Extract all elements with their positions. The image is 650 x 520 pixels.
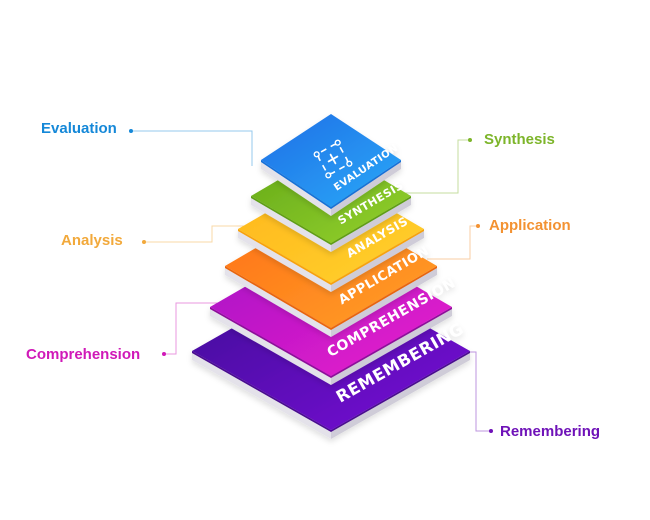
tier-remembering-left-side — [192, 351, 331, 439]
side-label-application: Application — [489, 217, 571, 234]
tier-evaluation-right-side — [331, 160, 401, 216]
pyramid-tiers: REMEMBERINGCOMPREHENSIONAPPLICATIONANALY… — [192, 114, 470, 439]
connector-application — [427, 225, 478, 260]
lightbulb-idea-icon — [313, 139, 353, 179]
tier-analysis-left-side — [238, 229, 331, 292]
tier-comprehension-left-side — [210, 307, 331, 385]
connector-comprehension — [164, 302, 222, 355]
connector-dot-remembering — [489, 429, 493, 433]
tier-synthesis-left-side — [251, 196, 331, 252]
connector-dot-application — [476, 224, 480, 228]
connector-lines — [129, 129, 493, 433]
tier-application-left-side — [225, 266, 331, 337]
connector-dot-evaluation — [129, 129, 133, 133]
connector-evaluation — [131, 130, 253, 166]
connector-analysis — [144, 225, 262, 243]
side-label-evaluation: Evaluation — [41, 120, 117, 137]
tier-evaluation-left-side — [261, 160, 331, 216]
tier-analysis-right-side — [331, 229, 424, 292]
side-label-comprehension: Comprehension — [26, 346, 141, 363]
tier-synthesis-right-side — [331, 196, 411, 252]
side-label-remembering: Remembering — [500, 423, 601, 440]
connector-dot-synthesis — [468, 138, 472, 142]
tier-comprehension-right-side — [331, 307, 452, 385]
connector-dot-analysis — [142, 240, 146, 244]
tier-application-right-side — [331, 266, 437, 337]
connector-dot-comprehension — [162, 352, 166, 356]
side-label-analysis: Analysis — [61, 232, 123, 249]
side-label-synthesis: Synthesis — [484, 131, 555, 148]
tier-remembering-right-side — [331, 351, 470, 439]
connector-synthesis — [398, 139, 470, 194]
